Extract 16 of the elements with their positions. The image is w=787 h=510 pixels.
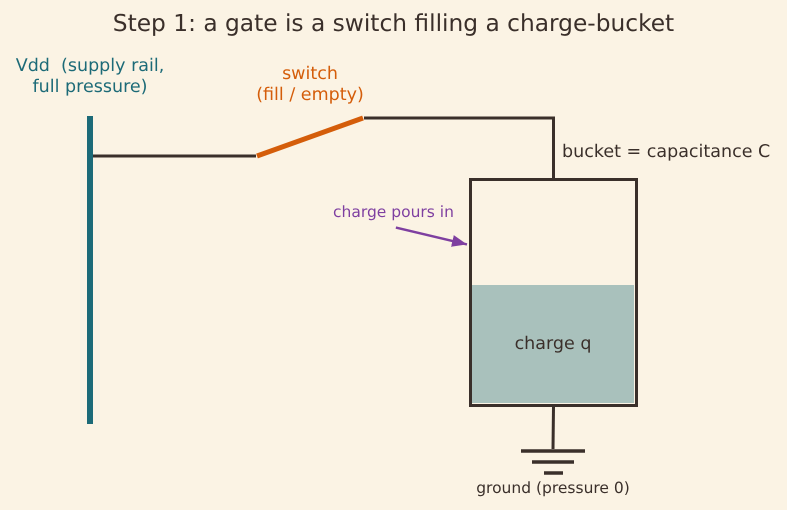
annotation-text: charge pours in (333, 203, 454, 222)
supply-rail (87, 116, 93, 424)
rail-label: Vdd (supply rail, full pressure) (14, 56, 166, 98)
switch-label: switch (fill / empty) (255, 64, 365, 106)
bucket-outline (469, 178, 638, 407)
wire (93, 154, 256, 158)
wire (364, 116, 555, 178)
switch-lever (256, 115, 364, 159)
charge-label: charge q (514, 334, 592, 354)
wire (552, 406, 555, 450)
charge-fill (472, 285, 634, 403)
ground-label: ground (pressure 0) (476, 478, 630, 498)
arrow (396, 226, 468, 248)
bucket-label: bucket = capacitance C (562, 142, 770, 162)
ground-symbol (521, 449, 585, 475)
diagram-title: Step 1: a gate is a switch filling a charge-bucket (112, 10, 674, 38)
